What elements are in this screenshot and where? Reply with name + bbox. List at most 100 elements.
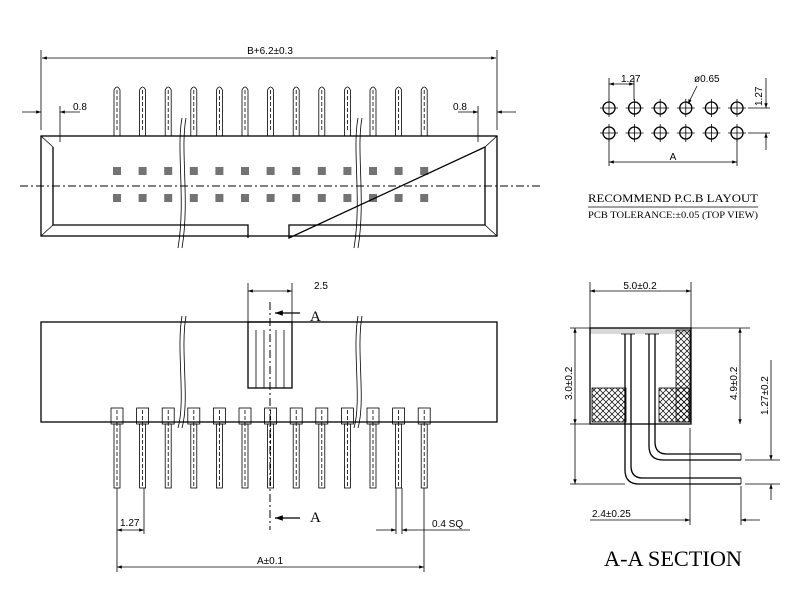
pcb-span-label: A [670,152,677,163]
pcb-hole-leader [687,85,698,105]
pin-pad-row2 [420,194,429,202]
front-pins [110,407,431,489]
section-housing [589,327,692,425]
pin-pad-row2 [369,194,377,202]
section-hatch-right [675,329,691,423]
pcb-tolerance-note: PCB TOLERANCE:±0.05 (TOP VIEW) [588,210,758,220]
top-view: B+6.2±0.3 0.8 0.8 [20,46,540,249]
pin-pad-row2 [215,194,224,202]
top-pin [344,86,351,136]
front-break-left-2 [181,315,187,429]
pcb-hole [728,124,746,142]
top-pin [216,86,223,136]
pin-pad-row2 [394,194,403,202]
front-pin [238,407,252,489]
pin-pad-row1 [241,167,249,175]
pcb-hole [728,99,746,117]
front-pin [289,407,303,489]
front-pin [366,407,380,489]
front-pin [136,407,150,489]
section-pin-inner-b [654,334,741,455]
pin-pad-row2 [343,194,352,202]
pcb-pitch-label: 1.27 [621,74,641,85]
front-break-right-2 [357,315,363,429]
pcb-hole [702,99,721,117]
pin-pad-row1 [369,167,377,175]
pcb-hole [676,124,695,142]
pcb-hole-label: ø0.65 [694,74,720,85]
housing-outline [40,135,498,237]
span-label: A±0.1 [257,556,283,567]
polarization-key [247,321,293,389]
top-pin [267,86,274,136]
front-pin [212,407,226,489]
pcb-hole [651,99,670,117]
break-line-right-2 [357,117,363,249]
front-break-left [177,315,183,429]
sec-width-label: 5.0±0.2 [623,281,657,292]
front-pin [264,407,278,489]
section-view: 5.0±0.2 3.0±0.2 4.9±0.2 1.27±0.2 [564,281,780,571]
housing-corner-bl [40,224,54,237]
housing-corner-tr [484,135,498,148]
sec-row-label: 1.27±0.2 [760,376,771,415]
top-pin [139,86,146,136]
dim-overall-label: B+6.2±0.3 [247,46,293,57]
pin-pad-row2 [266,194,275,202]
pin-pad-row1 [189,167,198,175]
section-mark-top: A [310,309,321,325]
section-top-band [590,328,691,334]
pin-pad-row2 [164,194,173,202]
pcb-hole [625,124,644,142]
break-line-left [177,117,183,249]
housing-corner-br [484,224,498,237]
pcb-hole [625,99,644,117]
section-mark-bottom: A [310,510,321,526]
break-line-right [353,117,359,249]
section-pin-outer-a [624,334,741,485]
front-pin [110,407,124,489]
top-pin [113,86,121,136]
pin-pad-row1 [266,167,275,175]
section-hatch-left [591,387,627,423]
top-pin [164,86,172,136]
front-pin [392,407,406,489]
pin-pad-row1 [317,167,326,175]
pin-pad-row2 [292,194,301,202]
housing-corner-tl [40,135,54,148]
pin-pad-row1 [292,167,301,175]
key-width-label: 2.5 [314,281,328,292]
section-pin-outer-b [630,334,741,479]
pcb-hole [676,99,695,117]
pin-sq-label: 0.4 SQ [432,519,463,530]
front-pin [161,407,175,489]
pin-pad-row1 [113,167,121,175]
pin-pad-row1 [394,167,403,175]
pcb-hole [651,124,670,142]
pin-pad-row1 [215,167,224,175]
pin-pad-row1 [164,167,173,175]
section-pin-inner-a [648,334,741,461]
pin-pad-row2 [241,194,249,202]
break-line-left-2 [181,117,187,249]
front-pin [187,407,201,489]
top-pin [292,86,300,136]
pin-pad-row2 [189,194,198,202]
top-pin [395,86,402,136]
pcb-layout-title: RECOMMEND P.C.B LAYOUT [588,191,759,205]
pcb-holes [600,99,746,142]
front-housing [40,321,498,423]
dim-right-label: 0.8 [453,102,467,113]
pin-pad-row2 [113,194,121,202]
front-break-right [353,315,359,429]
front-pitch-label: 1.27 [120,518,140,529]
pcb-layout: 1.27 ø0.65 1.27 A RECOMMEND P.C.B LAYOUT… [588,74,770,220]
front-pin [340,407,354,489]
dim-left-label: 0.8 [73,102,87,113]
pcb-hole [702,124,721,142]
top-pins [113,86,429,202]
top-pin [318,86,326,136]
front-pin [315,407,329,489]
sec-len-label: 2.4±0.25 [592,509,631,520]
